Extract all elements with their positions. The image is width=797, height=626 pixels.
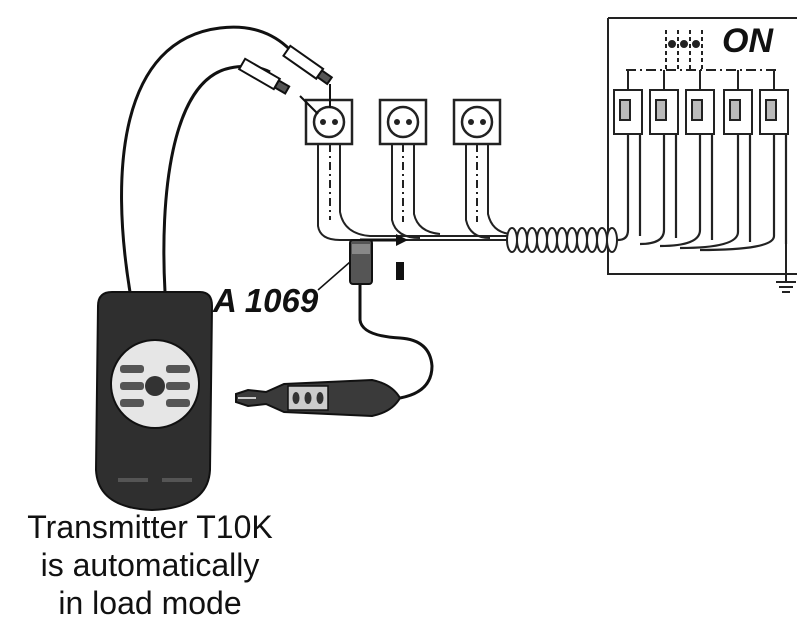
panel-wires bbox=[617, 134, 788, 252]
socket-2 bbox=[378, 98, 428, 146]
caption-line-3: in load mode bbox=[58, 585, 242, 621]
test-lead-plugs bbox=[237, 44, 334, 115]
test-leads bbox=[120, 25, 302, 293]
switch-state-label: ON bbox=[722, 22, 773, 60]
socket-cables bbox=[317, 144, 520, 241]
receiver-probe-icon bbox=[235, 378, 402, 418]
ground-icon bbox=[776, 244, 796, 293]
circuit-breakers-icon bbox=[613, 70, 789, 135]
cable-coil bbox=[506, 227, 618, 253]
caption-line-1: Transmitter T10K bbox=[27, 509, 273, 545]
caption-line-2: is automatically bbox=[40, 547, 260, 583]
distribution-panel bbox=[607, 17, 797, 275]
transmitter-device-icon bbox=[94, 291, 214, 512]
probe-model-label: A 1069 bbox=[213, 282, 319, 319]
breaker-2 bbox=[649, 70, 679, 135]
current-clamp-icon bbox=[317, 239, 434, 400]
breaker-3 bbox=[685, 70, 715, 135]
socket-3 bbox=[452, 98, 502, 146]
breaker-4 bbox=[723, 70, 753, 135]
breaker-1 bbox=[613, 70, 643, 135]
breaker-5 bbox=[759, 70, 789, 135]
